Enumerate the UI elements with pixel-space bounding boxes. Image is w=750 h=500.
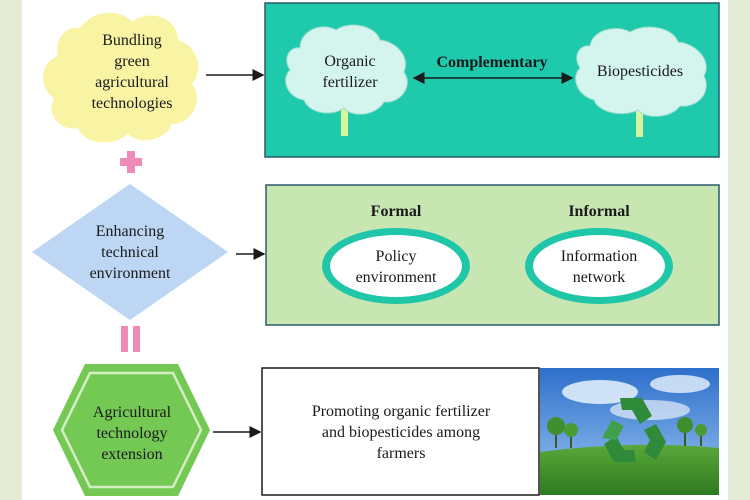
diamond-label-line: Enhancing	[95, 223, 165, 240]
hexagon-shape	[53, 364, 210, 496]
information-network-line: Information	[560, 248, 638, 265]
oval-policy-environment	[322, 228, 470, 304]
cloud-shape	[43, 12, 199, 143]
cloud-label-line: agricultural	[95, 74, 169, 91]
cloud-label: Bundling green agricultural technologies	[62, 30, 202, 114]
bottom-panel-line: Promoting organic fertilizer	[311, 403, 491, 420]
policy-environment-label: Policy environment	[336, 246, 456, 288]
tree-left-label: Organic fertilizer	[300, 51, 400, 93]
recycle-icon	[602, 398, 666, 462]
bottom-panel-line: farmers	[376, 445, 426, 462]
oval-information-network	[525, 228, 673, 304]
cloud-outline	[43, 12, 199, 143]
policy-environment-line: Policy	[375, 248, 417, 265]
plus-connector	[120, 151, 142, 173]
cloud-label-line: Bundling	[102, 32, 162, 49]
small-trees	[547, 417, 707, 448]
information-network-line: network	[572, 269, 626, 286]
hexagon-label-line: Agricultural	[92, 404, 172, 421]
hexagon-label-line: technology	[96, 425, 168, 442]
diamond-shape	[32, 184, 228, 320]
tree-left-label-line: Organic	[324, 53, 376, 70]
complementary-label: Complementary	[436, 54, 548, 71]
equals-connector	[121, 326, 140, 352]
photo-recycling-field	[540, 368, 719, 495]
hexagon-label-line: extension	[101, 446, 163, 463]
information-network-label: Information network	[539, 246, 659, 288]
cloud-label-line: technologies	[91, 95, 173, 112]
diamond-label: Enhancing technical environment	[70, 221, 190, 284]
bottom-panel-line: and biopesticides among	[321, 424, 481, 441]
formal-label: Formal	[370, 203, 422, 220]
bottom-panel	[261, 367, 540, 496]
bottom-panel-text: Promoting organic fertilizer and biopest…	[266, 401, 536, 464]
tree-biopesticides	[575, 26, 707, 137]
informal-label: Informal	[568, 203, 630, 220]
diamond-label-line: technical	[101, 244, 159, 261]
cloud-label-line: green	[114, 53, 150, 70]
tree-left-label-line: fertilizer	[322, 74, 378, 91]
tree-organic-fertilizer	[285, 24, 408, 136]
tree-right-label: Biopesticides	[580, 61, 700, 82]
hexagon-label: Agricultural technology extension	[62, 402, 202, 465]
policy-environment-line: environment	[355, 269, 437, 286]
tree-right-label-line: Biopesticides	[596, 63, 684, 80]
diamond-label-line: environment	[89, 265, 171, 282]
